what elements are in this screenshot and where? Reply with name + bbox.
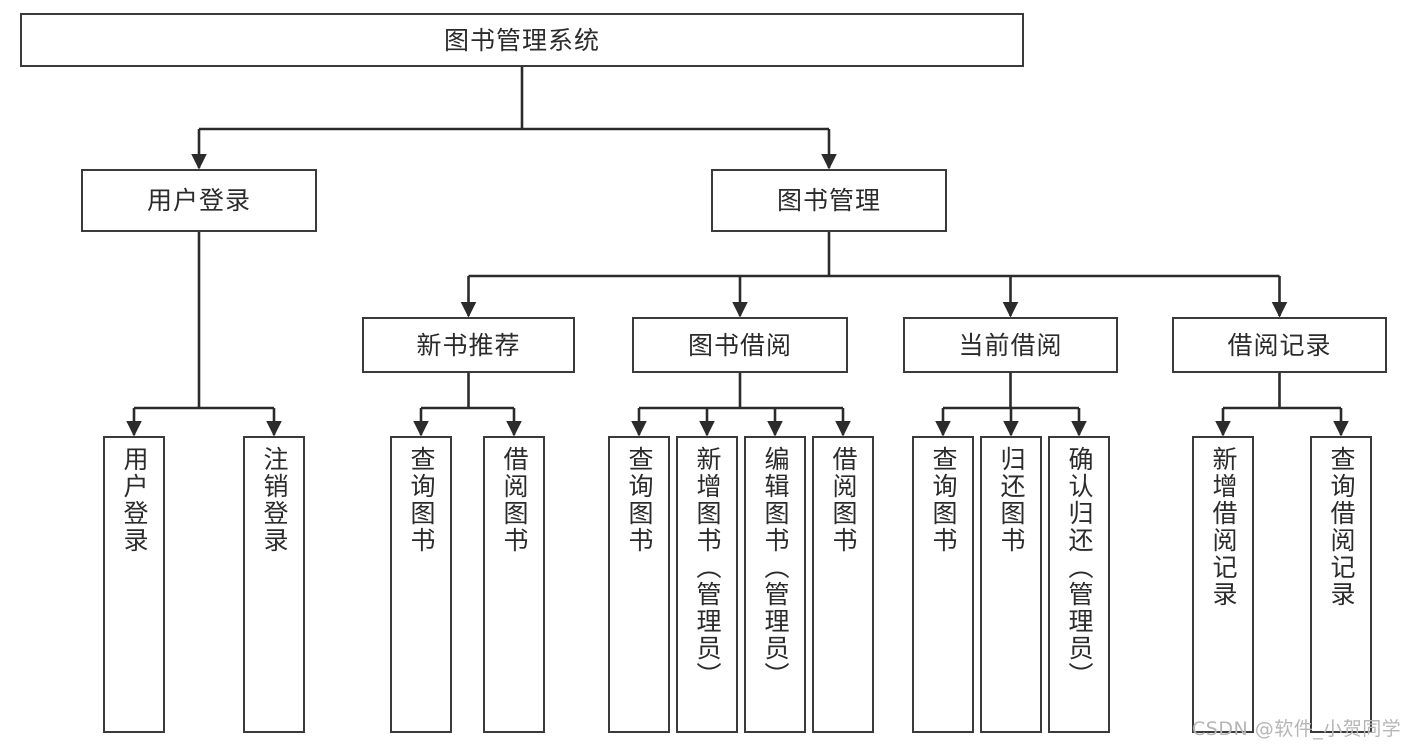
node-label: 确认归还（管理员） — [1065, 446, 1094, 689]
node-label: 借阅记录 — [1227, 330, 1332, 360]
node-label: 新增借阅记录 — [1209, 446, 1238, 608]
node-label: 编辑图书（管理员） — [761, 446, 790, 689]
node-label: 归还图书 — [997, 446, 1026, 554]
node-leaf-user-logout[interactable]: 注销登录 — [243, 436, 305, 733]
node-leaf-query-record[interactable]: 查询借阅记录 — [1310, 436, 1372, 733]
node-leaf-query-book-current[interactable]: 查询图书 — [912, 436, 974, 733]
node-label: 图书借阅 — [687, 330, 792, 360]
node-leaf-confirm-return[interactable]: 确认归还（管理员） — [1048, 436, 1110, 733]
node-root[interactable]: 图书管理系统 — [20, 13, 1024, 67]
node-leaf-return-book[interactable]: 归还图书 — [980, 436, 1042, 733]
node-label: 用户登录 — [146, 186, 251, 215]
watermark-text: CSDN @软件_小贺同学 — [1192, 718, 1402, 740]
node-label: 用户登录 — [120, 446, 149, 554]
node-l2-user-login[interactable]: 用户登录 — [81, 169, 317, 232]
node-leaf-borrow-book[interactable]: 借阅图书 — [812, 436, 874, 733]
node-label: 查询图书 — [929, 446, 958, 554]
node-label: 图书管理系统 — [443, 25, 600, 55]
node-l3-borrow-record[interactable]: 借阅记录 — [1172, 317, 1387, 373]
node-leaf-user-login[interactable]: 用户登录 — [103, 436, 165, 733]
node-label: 查询图书 — [407, 446, 436, 554]
node-label: 查询借阅记录 — [1327, 446, 1356, 608]
node-leaf-add-record[interactable]: 新增借阅记录 — [1192, 436, 1254, 733]
node-label: 新增图书（管理员） — [693, 446, 722, 689]
node-label: 查询图书 — [625, 446, 654, 554]
node-leaf-query-book-new[interactable]: 查询图书 — [390, 436, 452, 733]
node-leaf-add-book[interactable]: 新增图书（管理员） — [676, 436, 738, 733]
node-leaf-edit-book[interactable]: 编辑图书（管理员） — [744, 436, 806, 733]
node-label: 注销登录 — [260, 446, 289, 554]
node-label: 借阅图书 — [829, 446, 858, 554]
node-l3-new-book[interactable]: 新书推荐 — [362, 317, 575, 373]
node-label: 借阅图书 — [500, 446, 529, 554]
node-l2-book-manage[interactable]: 图书管理 — [711, 169, 947, 232]
node-leaf-borrow-book-new[interactable]: 借阅图书 — [483, 436, 545, 733]
node-label: 新书推荐 — [416, 330, 521, 360]
node-l3-book-borrow[interactable]: 图书借阅 — [632, 317, 848, 373]
node-leaf-query-book-borrow[interactable]: 查询图书 — [608, 436, 670, 733]
node-label: 图书管理 — [776, 186, 881, 215]
node-label: 当前借阅 — [958, 330, 1063, 360]
node-l3-current-borrow[interactable]: 当前借阅 — [903, 317, 1118, 373]
